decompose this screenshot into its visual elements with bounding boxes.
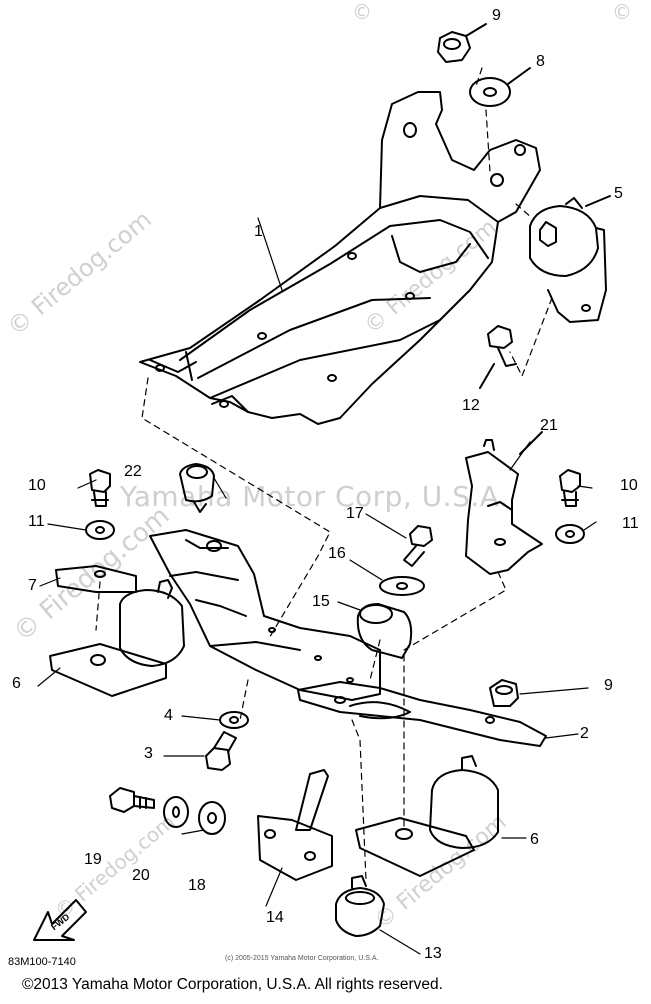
plate-part-2 bbox=[297, 681, 547, 747]
callout-6-left: 6 bbox=[12, 675, 21, 692]
callout-9-lower: 9 bbox=[604, 677, 613, 694]
bolt-part-19 bbox=[109, 787, 155, 813]
nut-part-9-lower bbox=[489, 679, 519, 707]
callout-12: 12 bbox=[462, 397, 480, 414]
callout-22: 22 bbox=[124, 463, 142, 480]
callout-7: 7 bbox=[28, 577, 37, 594]
washer-part-16 bbox=[379, 576, 425, 596]
assembly-leader-lines bbox=[95, 67, 553, 881]
footer-copyright: ©2013 Yamaha Motor Corporation, U.S.A. A… bbox=[22, 976, 443, 993]
frame-bracket bbox=[149, 529, 381, 701]
callout-leaders bbox=[37, 217, 597, 955]
rubber-mount-part-6-left bbox=[49, 579, 185, 697]
callout-13: 13 bbox=[424, 945, 442, 962]
bolt-part-17 bbox=[403, 525, 433, 567]
washer-part-11-left bbox=[85, 520, 115, 540]
washer-part-18 bbox=[198, 801, 226, 835]
callout-20: 20 bbox=[132, 867, 150, 884]
plate-part-7 bbox=[55, 565, 137, 593]
washer-part-11-right bbox=[555, 524, 585, 544]
rubber-mount-part-5 bbox=[529, 195, 611, 323]
callout-10-left: 10 bbox=[28, 477, 46, 494]
watermark-copyright-mark: © bbox=[352, 0, 372, 24]
callout-8: 8 bbox=[536, 53, 545, 70]
collar-part-22 bbox=[179, 463, 215, 513]
rubber-mount-part-6-right bbox=[355, 755, 499, 877]
bolt-part-10-right bbox=[559, 469, 581, 507]
callout-9-top: 9 bbox=[492, 7, 501, 24]
callout-3: 3 bbox=[144, 745, 153, 762]
callout-5: 5 bbox=[614, 185, 623, 202]
washer-part-20 bbox=[163, 796, 189, 828]
bolt-part-3 bbox=[205, 731, 237, 771]
watermark-copyright-mark: © bbox=[612, 0, 632, 24]
small-copyright-notice: (c) 2005-2015 Yamaha Motor Corporation, … bbox=[225, 955, 379, 962]
washer-part-4 bbox=[219, 711, 249, 729]
callout-10-right: 10 bbox=[620, 477, 638, 494]
stud-bracket-part-14 bbox=[257, 769, 333, 881]
diagram-part-code: 83M100-7140 bbox=[8, 956, 76, 968]
nut-part-9-top bbox=[437, 23, 487, 63]
callout-6-right: 6 bbox=[530, 831, 539, 848]
stopper-part-13 bbox=[335, 875, 385, 937]
washer-part-8 bbox=[469, 67, 531, 107]
callout-17: 17 bbox=[346, 505, 364, 522]
callout-4: 4 bbox=[164, 707, 173, 724]
callout-21: 21 bbox=[540, 417, 558, 434]
callout-18: 18 bbox=[188, 877, 206, 894]
callout-11-left: 11 bbox=[28, 513, 45, 530]
callout-14: 14 bbox=[266, 909, 284, 926]
callout-1: 1 bbox=[254, 223, 263, 240]
bolt-part-10-left bbox=[89, 469, 111, 507]
callout-2: 2 bbox=[580, 725, 589, 742]
callout-19: 19 bbox=[84, 851, 102, 868]
skid-plate-part-1 bbox=[139, 91, 541, 425]
bolt-part-12 bbox=[479, 325, 517, 389]
bracket-part-21 bbox=[465, 431, 543, 575]
front-arrow bbox=[33, 899, 87, 941]
callout-15: 15 bbox=[312, 593, 330, 610]
rubber-block-part-15 bbox=[356, 603, 413, 659]
callout-11-right: 11 bbox=[622, 515, 639, 532]
callout-16: 16 bbox=[328, 545, 346, 562]
